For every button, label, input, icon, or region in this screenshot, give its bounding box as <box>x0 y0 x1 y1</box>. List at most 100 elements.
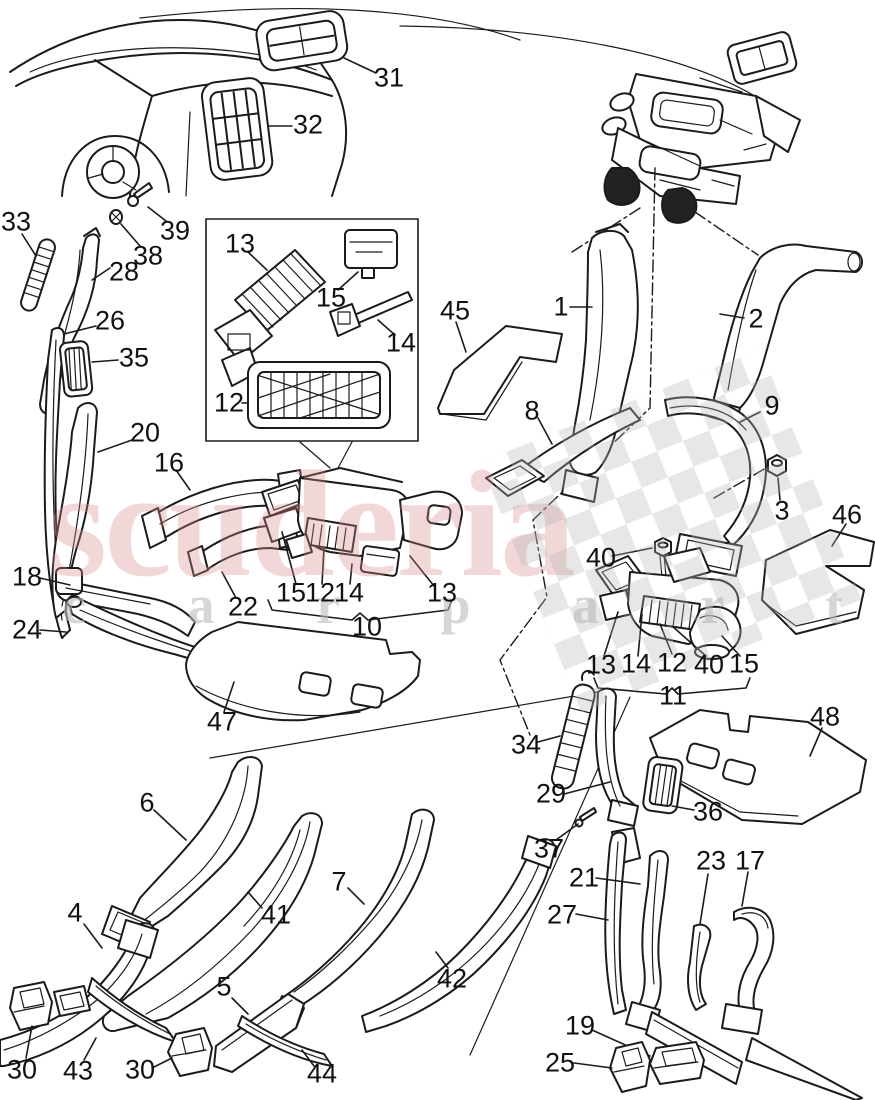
callout-20: 20 <box>129 417 161 448</box>
duct-1 <box>561 223 639 503</box>
leader-45 <box>455 321 467 353</box>
callout-36: 36 <box>692 796 724 827</box>
callout-33: 33 <box>0 206 32 237</box>
leader-6 <box>153 809 187 841</box>
callout-16: 16 <box>153 447 185 478</box>
brace-10 <box>267 599 453 621</box>
leader-4 <box>83 923 103 949</box>
callout-40-mid: 40 <box>585 542 617 573</box>
inset-part-15 <box>344 229 398 279</box>
leader-5 <box>231 997 249 1015</box>
callout-7: 7 <box>331 866 347 897</box>
callout-30-left: 30 <box>6 1054 38 1085</box>
callout-34: 34 <box>510 729 542 760</box>
callout-12-11: 12 <box>656 647 688 678</box>
channel-18 <box>55 567 196 637</box>
callout-46: 46 <box>831 499 863 530</box>
nut-3 <box>767 454 787 477</box>
callout-13-11: 13 <box>585 649 617 680</box>
duct-8 <box>485 407 641 497</box>
callout-38: 38 <box>132 240 164 271</box>
align-line-left <box>571 207 641 253</box>
leader-3-dash <box>713 467 767 499</box>
leader-25 <box>573 1062 613 1069</box>
leader-12m <box>321 547 325 585</box>
callout-12-10: 12 <box>304 577 336 608</box>
callout-27: 27 <box>546 899 578 930</box>
callout-13-inset: 13 <box>224 228 256 259</box>
leader-36 <box>671 805 695 811</box>
leader-13m <box>409 555 435 587</box>
duct-connector <box>53 985 91 1017</box>
callout-37: 37 <box>533 833 565 864</box>
inset-part-12 <box>247 361 391 429</box>
leader-40m <box>611 547 653 557</box>
callout-14-10: 14 <box>333 577 365 608</box>
inset-detail-box <box>205 218 419 469</box>
callout-3: 3 <box>774 495 790 526</box>
callout-29: 29 <box>535 778 567 809</box>
callout-47: 47 <box>206 706 238 737</box>
callout-11: 11 <box>658 680 688 711</box>
leader-27 <box>575 913 609 921</box>
callout-35: 35 <box>118 342 150 373</box>
callout-5: 5 <box>216 971 232 1002</box>
screw-37 <box>574 807 597 828</box>
heater-unit <box>601 31 801 224</box>
callout-30-mid: 30 <box>124 1054 156 1085</box>
channel-42 <box>361 835 557 1033</box>
leader-44 <box>301 1049 315 1067</box>
callout-43: 43 <box>62 1055 94 1086</box>
callout-24: 24 <box>11 614 43 645</box>
end-piece-19 <box>649 1041 705 1085</box>
leader-14i <box>377 319 396 336</box>
callout-8: 8 <box>524 395 540 426</box>
callout-22: 22 <box>227 591 259 622</box>
center-line <box>499 167 656 736</box>
callout-23: 23 <box>695 845 727 876</box>
leader-31 <box>343 57 377 74</box>
leader-13i <box>247 251 268 271</box>
leader-20 <box>97 439 133 453</box>
callout-1: 1 <box>553 291 569 322</box>
assembly-10 <box>261 467 463 577</box>
leader-3 <box>777 477 781 501</box>
callout-14-11: 14 <box>620 648 652 679</box>
leader-41 <box>247 891 263 909</box>
callout-9: 9 <box>764 390 780 421</box>
leader-30m <box>151 1057 173 1069</box>
callout-15-inset: 15 <box>315 282 347 313</box>
screw-39 <box>127 182 153 207</box>
callout-4: 4 <box>67 897 83 928</box>
panel-47 <box>185 621 421 722</box>
elbow-30-mid <box>167 1027 213 1077</box>
brace-11 <box>593 677 751 695</box>
leader-40r <box>671 625 707 657</box>
duct-9 <box>664 396 767 577</box>
callout-42: 42 <box>436 963 468 994</box>
duct-17 <box>721 906 775 1035</box>
leader-35 <box>91 359 119 363</box>
inset-part-14 <box>329 291 413 337</box>
vent-31 <box>255 10 349 72</box>
callout-13-10: 13 <box>426 577 458 608</box>
leader-14r <box>637 613 643 657</box>
callout-31: 31 <box>373 62 405 93</box>
leader-13r <box>603 611 619 657</box>
callout-18: 18 <box>11 561 43 592</box>
callout-45: 45 <box>439 295 471 326</box>
callout-26: 26 <box>94 305 126 336</box>
leader-9 <box>739 411 761 423</box>
leader-12r <box>659 623 673 655</box>
leader-47 <box>223 681 235 713</box>
align-line-right <box>694 211 759 256</box>
callout-10: 10 <box>351 611 383 642</box>
callout-41: 41 <box>260 899 292 930</box>
strip-34 <box>550 669 596 790</box>
callout-12-inset: 12 <box>213 387 245 418</box>
strip-33 <box>20 238 56 312</box>
callout-14-inset: 14 <box>385 327 417 358</box>
callout-15-10: 15 <box>275 577 307 608</box>
leader-15r <box>721 635 741 657</box>
